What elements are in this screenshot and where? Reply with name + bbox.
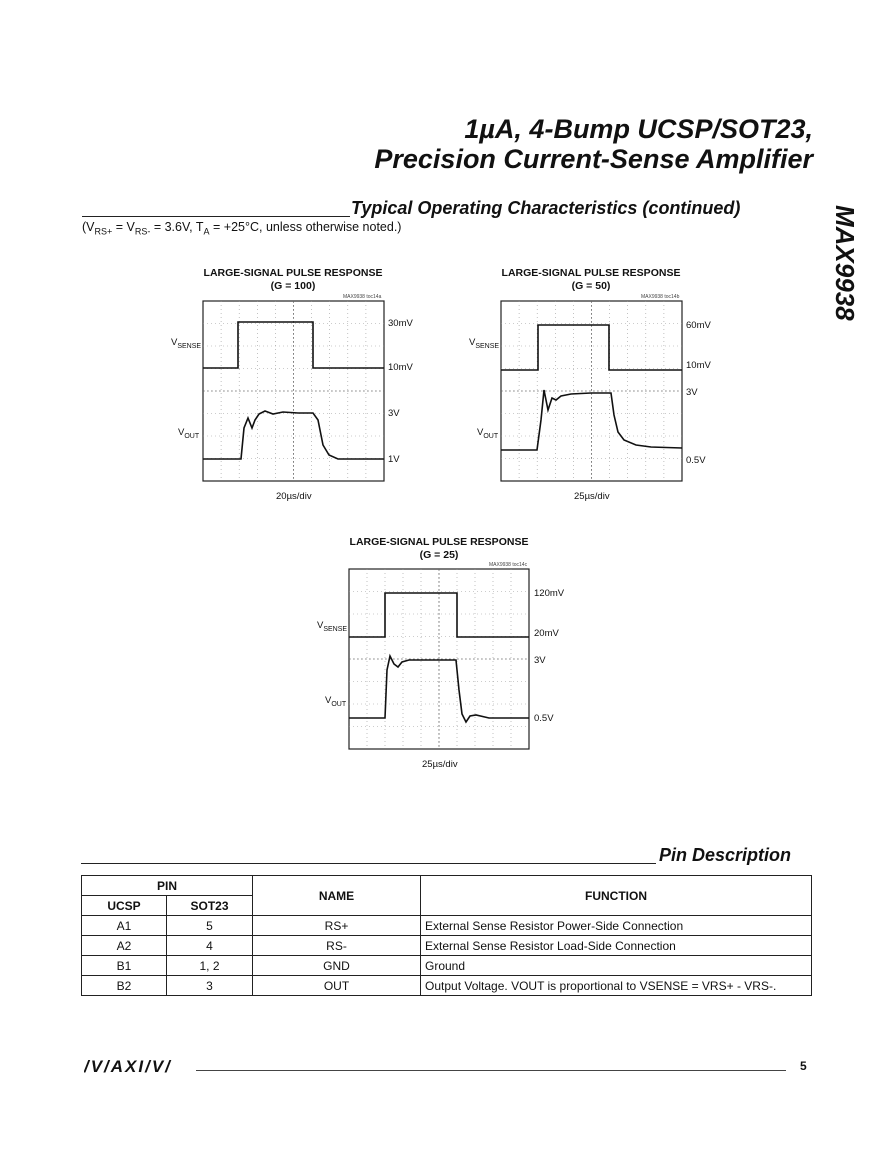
x-scale-label: 20µs/div: [276, 491, 312, 502]
ylabel-vout: VOUT: [325, 695, 347, 708]
side-part-number: MAX9938: [830, 205, 860, 321]
header-ucsp: UCSP: [81, 895, 167, 916]
cell-function: Ground: [420, 955, 812, 976]
cell-name: RS-: [252, 935, 421, 956]
right-label: 0.5V: [686, 455, 706, 466]
plot-title: LARGE-SIGNAL PULSE RESPONSE (G = 25): [349, 536, 529, 562]
cell-sot23: 5: [166, 915, 253, 936]
plot-title: LARGE-SIGNAL PULSE RESPONSE (G = 50): [501, 267, 681, 293]
right-label: 10mV: [686, 360, 711, 371]
cell-sot23: 4: [166, 935, 253, 956]
header-name: NAME: [252, 875, 421, 916]
section-rule: [82, 216, 350, 217]
toc-section-title: Typical Operating Characteristics (conti…: [351, 198, 741, 218]
cell-ucsp: B1: [81, 955, 167, 976]
table-row: A1 5 RS+ External Sense Resistor Power-S…: [81, 915, 812, 936]
plot-title: LARGE-SIGNAL PULSE RESPONSE (G = 100): [203, 267, 383, 293]
cell-sot23: 3: [166, 975, 253, 996]
right-label: 1V: [388, 454, 400, 465]
right-label: 3V: [686, 387, 698, 398]
section-rule: [81, 863, 656, 864]
right-label: 3V: [534, 655, 546, 666]
right-label: 0.5V: [534, 713, 554, 724]
vout-trace: [203, 410, 384, 460]
ylabel-vout: VOUT: [178, 427, 200, 440]
right-label: 30mV: [388, 318, 413, 329]
svg-text:/V/AXI/V/: /V/AXI/V/: [84, 1058, 172, 1074]
vout-trace: [501, 389, 683, 451]
header-sot23: SOT23: [166, 895, 253, 916]
plot-subtitle: (G = 25): [419, 549, 459, 561]
scope-screen: [348, 568, 530, 750]
pin-section-title: Pin Description: [659, 845, 792, 865]
table-row: B1 1, 2 GND Ground: [81, 955, 812, 976]
vsense-trace: [349, 592, 529, 638]
cell-function: External Sense Resistor Power-Side Conne…: [420, 915, 812, 936]
document-title-line2: Precision Current-Sense Amplifier: [374, 144, 813, 174]
ylabel-vout: VOUT: [477, 427, 499, 440]
header-pin: PIN: [81, 875, 253, 896]
plot-title-text: LARGE-SIGNAL PULSE RESPONSE: [349, 536, 529, 548]
ylabel-vsense: VSENSE: [469, 337, 500, 350]
ylabel-vsense: VSENSE: [171, 337, 202, 350]
page-number: 5: [800, 1059, 807, 1073]
right-label: 60mV: [686, 320, 711, 331]
cell-sot23: 1, 2: [166, 955, 253, 976]
cell-ucsp: A1: [81, 915, 167, 936]
table-row: B2 3 OUT Output Voltage. VOUT is proport…: [81, 975, 812, 996]
plot-id: MAX9938 toc14a: [343, 294, 382, 300]
plot-id: MAX9938 toc14c: [489, 562, 528, 568]
right-label: 20mV: [534, 628, 559, 639]
maxim-logo: /V/AXI/V/: [84, 1058, 172, 1074]
x-scale-label: 25µs/div: [422, 759, 458, 770]
test-conditions: (VRS+ = VRS- = 3.6V, TA = +25°C, unless …: [82, 220, 402, 237]
header-function: FUNCTION: [420, 875, 812, 916]
graticule: [348, 568, 530, 750]
document-title-line1: 1µA, 4-Bump UCSP/SOT23,: [464, 114, 813, 144]
plot-id: MAX9938 toc14b: [641, 294, 680, 300]
cell-name: RS+: [252, 915, 421, 936]
footer-rule: [196, 1070, 786, 1071]
cell-ucsp: B2: [81, 975, 167, 996]
cell-ucsp: A2: [81, 935, 167, 956]
plot-subtitle: (G = 100): [270, 280, 316, 292]
cell-name: OUT: [252, 975, 421, 996]
right-label: 10mV: [388, 362, 413, 373]
svg-text:MAX9938: MAX9938: [830, 205, 860, 321]
vsense-trace: [501, 324, 682, 371]
plot-title-text: LARGE-SIGNAL PULSE RESPONSE: [501, 267, 681, 279]
plot-subtitle: (G = 50): [571, 280, 611, 292]
right-label: 3V: [388, 408, 400, 419]
scope-screen: [500, 300, 683, 482]
cell-function: Output Voltage. VOUT is proportional to …: [420, 975, 812, 996]
vsense-trace: [203, 321, 384, 369]
x-scale-label: 25µs/div: [574, 491, 610, 502]
cell-function: External Sense Resistor Load-Side Connec…: [420, 935, 812, 956]
cell-name: GND: [252, 955, 421, 976]
right-label: 120mV: [534, 588, 565, 599]
graticule: [202, 300, 385, 482]
table-row: A2 4 RS- External Sense Resistor Load-Si…: [81, 935, 812, 956]
pin-description-table: PIN NAME FUNCTION UCSP SOT23 A1 5 RS+ Ex…: [81, 875, 812, 996]
graticule: [500, 300, 683, 482]
vout-trace: [349, 653, 529, 724]
plot-title-text: LARGE-SIGNAL PULSE RESPONSE: [203, 267, 383, 279]
scope-screen: [202, 300, 385, 482]
ylabel-vsense: VSENSE: [317, 620, 348, 633]
